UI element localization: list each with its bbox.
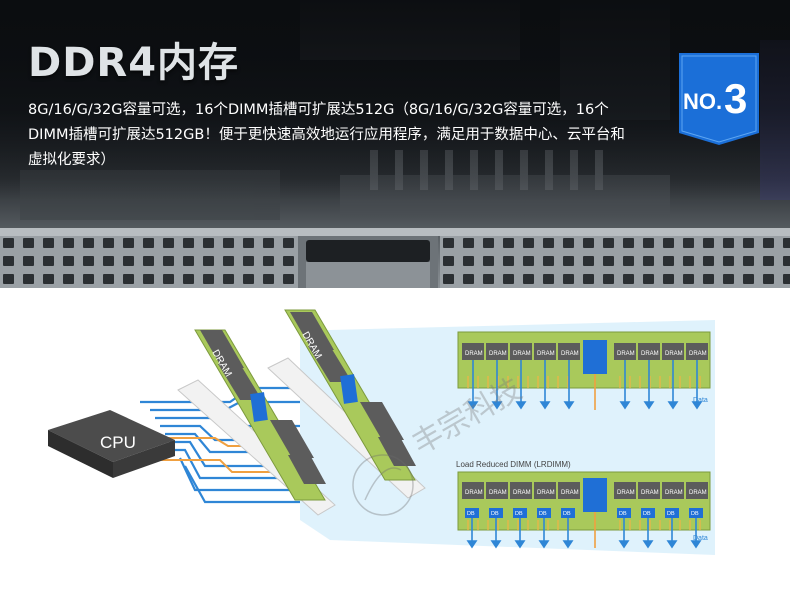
lrdimm-dram-label: DRAM xyxy=(537,490,555,496)
lrdimm-db-label: DB xyxy=(539,511,547,517)
rdimm-dram-label: DRAM xyxy=(561,351,579,357)
rdimm-data-label: Data xyxy=(693,397,708,404)
rdimm-dram-label: DRAM xyxy=(513,351,531,357)
rdimm-board: DRAM DRAM DRAM DRAM DRAM DRAM DRAM DRAM … xyxy=(457,331,711,410)
lrdimm-db-label: DB xyxy=(619,511,627,517)
server-chassis-illustration xyxy=(0,0,790,288)
lrdimm-db-label: DB xyxy=(515,511,523,517)
lrdimm-data-arrows xyxy=(466,518,702,549)
lrdimm-dram-label: DRAM xyxy=(465,490,483,496)
lrdimm-title: Load Reduced DIMM (LRDIMM) xyxy=(456,460,571,469)
rdimm-left-dram-chips xyxy=(462,343,580,360)
rdimm-data-arrows xyxy=(467,360,703,410)
badge-prefix: NO. xyxy=(683,89,722,114)
cpu-label: CPU xyxy=(100,433,136,452)
rdimm-dram-label: DRAM xyxy=(641,351,659,357)
lrdimm-dram-label: DRAM xyxy=(561,490,579,496)
lrdimm-db-label: DB xyxy=(491,511,499,517)
dimm-module-2: DRAM xyxy=(284,309,416,481)
badge-number: 3 xyxy=(724,75,747,122)
rdimm-dram-label: DRAM xyxy=(537,351,555,357)
lrdimm-db-label: DB xyxy=(643,511,651,517)
lrdimm-dram-label: DRAM xyxy=(665,490,683,496)
lrdimm-dram-label: DRAM xyxy=(689,490,707,496)
lrdimm-board: DRAM DRAM DRAM DRAM DRAM DRAM DRAM DRAM … xyxy=(457,471,711,549)
lrdimm-db-label: DB xyxy=(691,511,699,517)
memory-architecture-diagram: DRAM DRAM CPU xyxy=(48,309,715,555)
rdimm-register-chip xyxy=(583,340,607,374)
rdimm-dram-label: DRAM xyxy=(465,351,483,357)
lrdimm-register-chip xyxy=(583,478,607,512)
hero-banner: DDR4内存 8G/16/G/32G容量可选，16个DIMM插槽可扩展达512G… xyxy=(0,0,790,288)
dimm-module-1: DRAM xyxy=(194,329,326,501)
lrdimm-db-label: DB xyxy=(467,511,475,517)
lrdimm-dram-label: DRAM xyxy=(513,490,531,496)
rdimm-dram-label: DRAM xyxy=(617,351,635,357)
rdimm-dram-label: DRAM xyxy=(665,351,683,357)
lrdimm-db-label: DB xyxy=(667,511,675,517)
page-title: DDR4内存 xyxy=(28,40,240,86)
lrdimm-db-label: DB xyxy=(563,511,571,517)
lrdimm-dram-label: DRAM xyxy=(489,490,507,496)
lrdimm-dram-label: DRAM xyxy=(617,490,635,496)
lrdimm-right-dram-chips xyxy=(614,482,708,499)
rdimm-dram-label: DRAM xyxy=(489,351,507,357)
feature-description: 8G/16/G/32G容量可选，16个DIMM插槽可扩展达512G（8G/16/… xyxy=(28,102,625,168)
cpu-chip: CPU xyxy=(48,410,175,478)
lrdimm-data-buffers xyxy=(465,508,703,518)
lrdimm-data-label: Data xyxy=(693,535,708,542)
rdimm-right-dram-chips xyxy=(614,343,708,360)
lrdimm-left-dram-chips xyxy=(462,482,580,499)
rdimm-dram-label: DRAM xyxy=(689,351,707,357)
lrdimm-dram-label: DRAM xyxy=(641,490,659,496)
section-number-badge: NO. 3 xyxy=(679,53,759,145)
